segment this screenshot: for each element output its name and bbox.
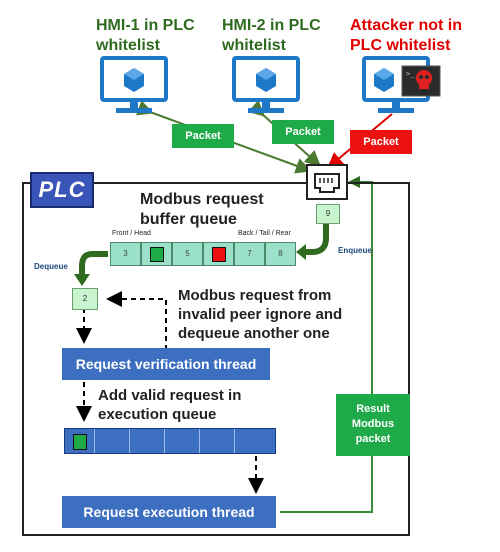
result-modbus-packet-box: Result Modbus packet xyxy=(336,394,410,456)
attacker-label-line2: PLC whitelist xyxy=(350,37,451,54)
dequeue-label: Dequeue xyxy=(34,262,68,271)
invalid-peer-note: Modbus request from invalid peer ignore … xyxy=(178,286,342,343)
hmi2-label: HMI-2 in PLC whitelist xyxy=(222,16,321,56)
queue-cell-valid xyxy=(141,242,172,266)
queue-cell: 8 xyxy=(265,242,296,266)
invalid-note-line3: dequeue another one xyxy=(178,325,330,342)
hmi1-label-line2: whitelist xyxy=(96,37,161,54)
attacker-label-line1: Attacker not in xyxy=(350,17,463,34)
packet-attacker: Packet xyxy=(350,130,412,154)
dequeued-request-box: 2 xyxy=(72,288,98,310)
incoming-request-box: 9 xyxy=(316,204,340,224)
hmi2-label-line2: whitelist xyxy=(222,37,287,54)
queue-front-label: Front / Head xyxy=(112,230,151,237)
request-execution-thread: Request execution thread xyxy=(62,496,276,528)
result-line3: packet xyxy=(355,433,391,445)
invalid-request-marker xyxy=(212,247,226,262)
queue-cell-invalid xyxy=(203,242,234,266)
add-valid-line2: execution queue xyxy=(98,406,217,423)
queue-title: Modbus request buffer queue xyxy=(140,190,264,230)
queue-cell: 3 xyxy=(110,242,141,266)
hmi1-label: HMI-1 in PLC whitelist xyxy=(96,16,195,56)
enqueue-label: Enqueue xyxy=(338,246,372,255)
plc-logo-text: PLC xyxy=(38,177,86,202)
queue-title-line2: buffer queue xyxy=(140,211,237,228)
hmi2-label-line1: HMI-2 in PLC xyxy=(222,17,321,34)
result-line1: Result xyxy=(356,403,390,415)
add-valid-line1: Add valid request in xyxy=(98,387,242,404)
attacker-label: Attacker not in PLC whitelist xyxy=(350,16,462,56)
exec-queue-divider xyxy=(199,429,200,453)
plc-logo: PLC xyxy=(30,172,94,208)
request-verification-thread: Request verification thread xyxy=(62,348,270,380)
plc-container xyxy=(22,182,410,536)
invalid-note-line1: Modbus request from xyxy=(178,287,332,304)
packet-hmi2: Packet xyxy=(272,120,334,144)
exec-queue-divider xyxy=(94,429,95,453)
hmi1-monitor-icon xyxy=(100,56,168,113)
hmi2-monitor-icon xyxy=(232,56,300,113)
ethernet-port-icon xyxy=(306,164,348,200)
buffer-queue: 3 5 7 8 xyxy=(110,242,296,266)
add-valid-note: Add valid request in execution queue xyxy=(98,386,241,424)
valid-request-marker xyxy=(150,247,164,262)
svg-text:>_: >_ xyxy=(406,70,415,78)
execution-queue xyxy=(64,428,276,454)
execution-queue-valid-marker xyxy=(73,434,87,450)
hmi1-label-line1: HMI-1 in PLC xyxy=(96,17,195,34)
queue-back-label: Back / Tail / Rear xyxy=(238,230,291,237)
queue-cell: 7 xyxy=(234,242,265,266)
queue-title-line1: Modbus request xyxy=(140,191,264,208)
attacker-monitor-icon: >_ xyxy=(362,56,441,113)
exec-queue-divider xyxy=(129,429,130,453)
exec-queue-divider xyxy=(164,429,165,453)
queue-cell: 5 xyxy=(172,242,203,266)
invalid-note-line2: invalid peer ignore and xyxy=(178,306,343,323)
exec-queue-divider xyxy=(234,429,235,453)
packet-hmi1: Packet xyxy=(172,124,234,148)
result-line2: Modbus xyxy=(351,418,395,430)
